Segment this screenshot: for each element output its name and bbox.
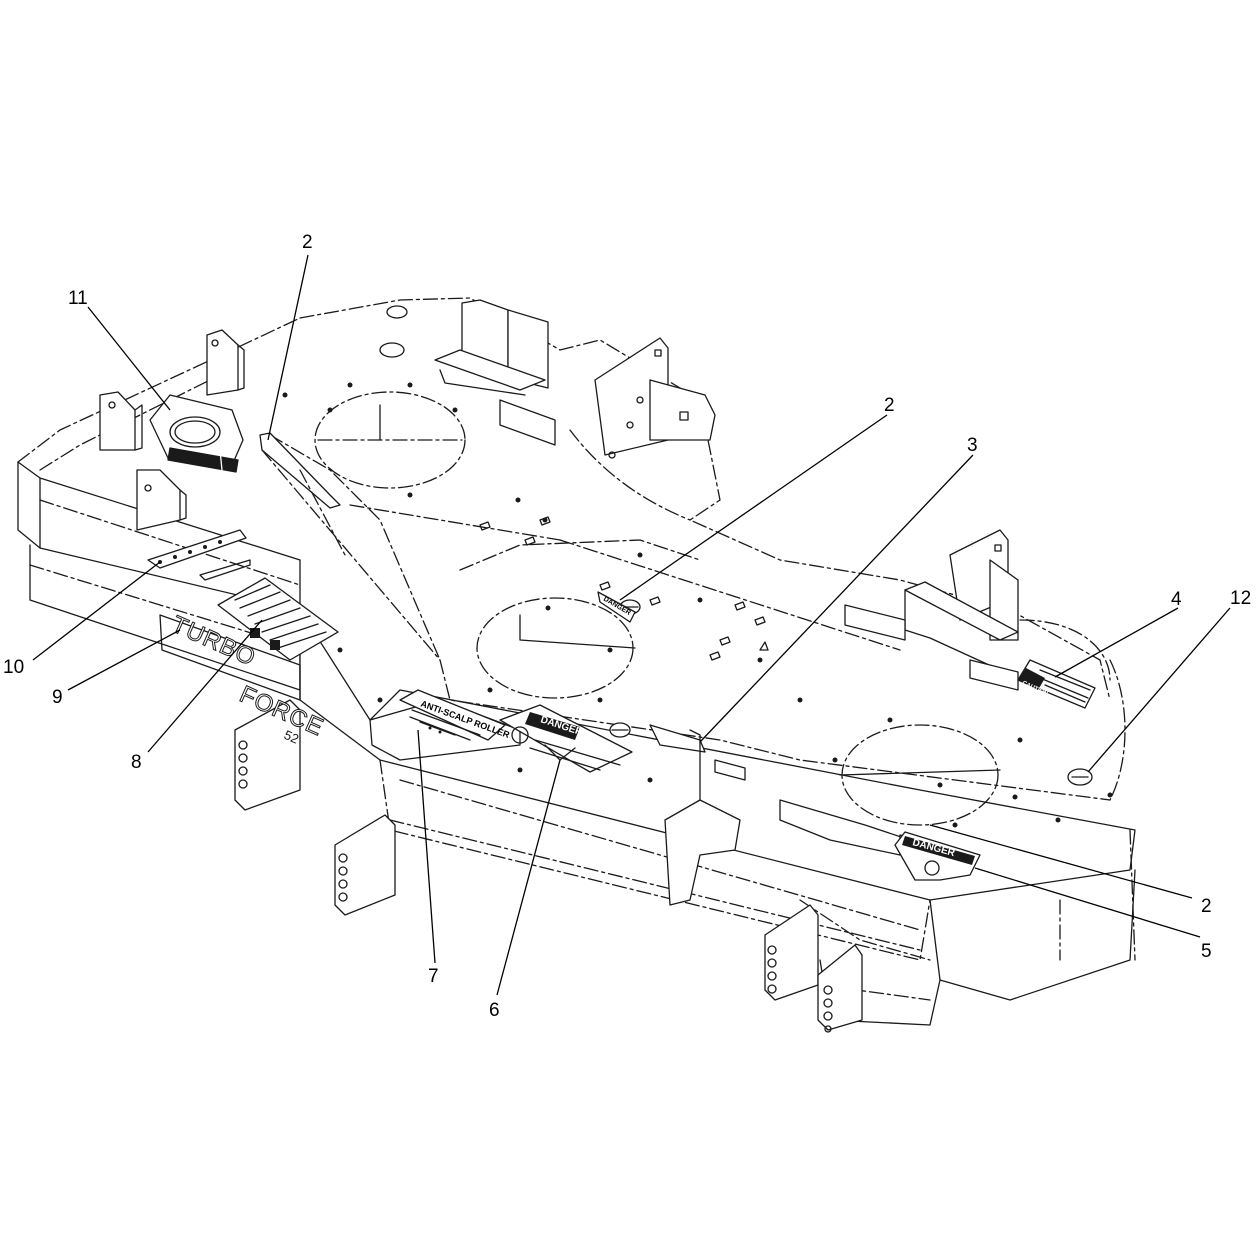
left-brackets (99, 329, 245, 531)
blade-opening-left (314, 391, 466, 489)
decal-11 (149, 394, 244, 473)
small-slots (479, 516, 769, 661)
spindle-cap (379, 342, 405, 358)
callout-2-mid: 2 (884, 395, 895, 416)
callout-11: 11 (68, 288, 88, 309)
leader-lines (32, 254, 1231, 996)
callout-8: 8 (131, 752, 142, 773)
callout-2-right: 2 (1201, 896, 1212, 917)
deck-top-plate (167, 297, 1113, 828)
callout-7: 7 (428, 966, 439, 987)
callout-10: 10 (3, 657, 24, 678)
emboss-size: 52 (282, 727, 301, 747)
callout-12: 12 (1230, 588, 1251, 609)
callout-4: 4 (1171, 589, 1182, 610)
front-height-brackets (234, 699, 863, 1033)
callout-9: 9 (52, 687, 63, 708)
callout-6: 6 (489, 1000, 500, 1021)
callouts: 11 2 2 3 4 12 10 9 8 7 6 2 5 (3, 232, 1251, 1021)
rear-brackets (434, 299, 1019, 691)
decal-8 (217, 577, 339, 661)
callout-3: 3 (967, 435, 978, 456)
callout-2-top: 2 (302, 232, 313, 253)
decal-4-caution: CAUTION (1017, 659, 1096, 709)
callout-5: 5 (1201, 941, 1212, 962)
